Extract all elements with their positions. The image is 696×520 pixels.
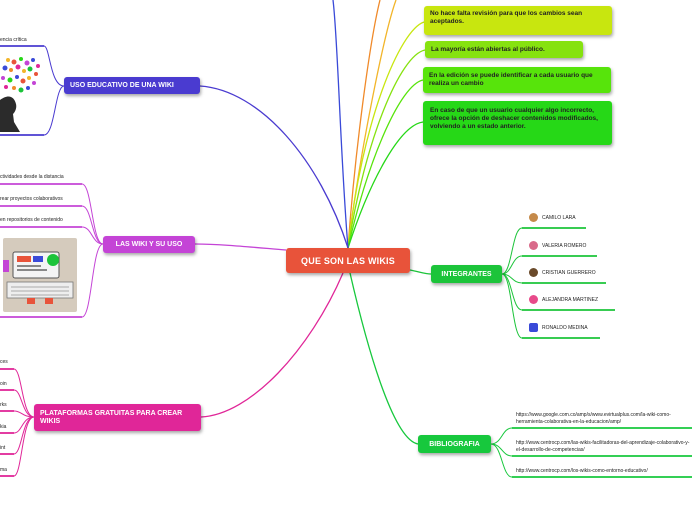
member-ronaldo[interactable]: RONALDO MEDINA (529, 323, 588, 332)
leaf-plataforma-1[interactable]: ces (0, 359, 8, 365)
bibliography-link[interactable]: http://www.centrocp.com/las-wikis-facili… (516, 440, 690, 453)
idea-head-illustration (0, 57, 40, 132)
leaf-plataforma-2[interactable]: oin (0, 381, 7, 387)
feature-node-deshacer[interactable]: En caso de que un usuario cualquier algo… (423, 101, 612, 145)
bibliography-link[interactable]: https://www.google.com.co/amp/s/www.evir… (516, 412, 671, 425)
member-name: CAMILO LARA (542, 214, 576, 221)
bibliography-link[interactable]: http://www.centrocp.com/los-wikis-como-e… (516, 468, 648, 474)
boy-avatar-icon (529, 268, 538, 277)
topic-plataformas-gratuitas[interactable]: PLATAFORMAS GRATUITAS PARA CREAR WIKIS (34, 404, 201, 431)
boy-avatar-icon (529, 213, 538, 222)
member-name: RONALDO MEDINA (542, 324, 588, 331)
topic-las-wiki-y-su-uso[interactable]: LAS WIKI Y SU USO (103, 236, 195, 253)
member-name: CRISTIAN GUERRERO (542, 269, 596, 276)
leaf-plataforma-3[interactable]: rks (0, 402, 7, 408)
member-camilo[interactable]: CAMILO LARA (529, 213, 576, 222)
member-valeria[interactable]: VALERIA ROMERO (529, 241, 586, 250)
runner-avatar-icon (529, 323, 538, 332)
leaf-actividades-distancia[interactable]: ctividades desde la distancia (0, 174, 64, 180)
computer-illustration (3, 238, 77, 312)
feature-node-revision[interactable]: No hace falta revisión para que los camb… (424, 6, 612, 35)
member-cristian[interactable]: CRISTIAN GUERRERO (529, 268, 596, 277)
girl-avatar-icon (529, 295, 538, 304)
leaf-plataforma-6[interactable]: ma (0, 467, 7, 473)
feature-node-abiertas[interactable]: La mayoría están abiertas al público. (425, 41, 583, 58)
central-topic[interactable]: QUE SON LAS WIKIS (286, 248, 410, 273)
member-name: ALEJANDRA MARTINEZ (542, 296, 599, 303)
girl-avatar-icon (529, 241, 538, 250)
topic-uso-educativo[interactable]: USO EDUCATIVO DE UNA WIKI (64, 77, 200, 94)
leaf-plataforma-4[interactable]: kia (0, 424, 7, 430)
leaf-repositorios-contenido[interactable]: en repositorios de contenido (0, 217, 63, 223)
feature-node-edicion[interactable]: En la edición se puede identificar a cad… (423, 67, 611, 93)
leaf-proyectos-colaborativos[interactable]: rear proyectos colaborativos (0, 196, 63, 202)
topic-bibliografia[interactable]: BIBLIOGRAFIA (418, 435, 491, 453)
leaf-uso-educativo[interactable]: encia crítica (0, 37, 27, 43)
topic-integrantes[interactable]: INTEGRANTES (431, 265, 502, 283)
member-alejandra[interactable]: ALEJANDRA MARTINEZ (529, 295, 598, 304)
leaf-plataforma-5[interactable]: int (0, 445, 6, 451)
member-name: VALERIA ROMERO (542, 242, 587, 249)
